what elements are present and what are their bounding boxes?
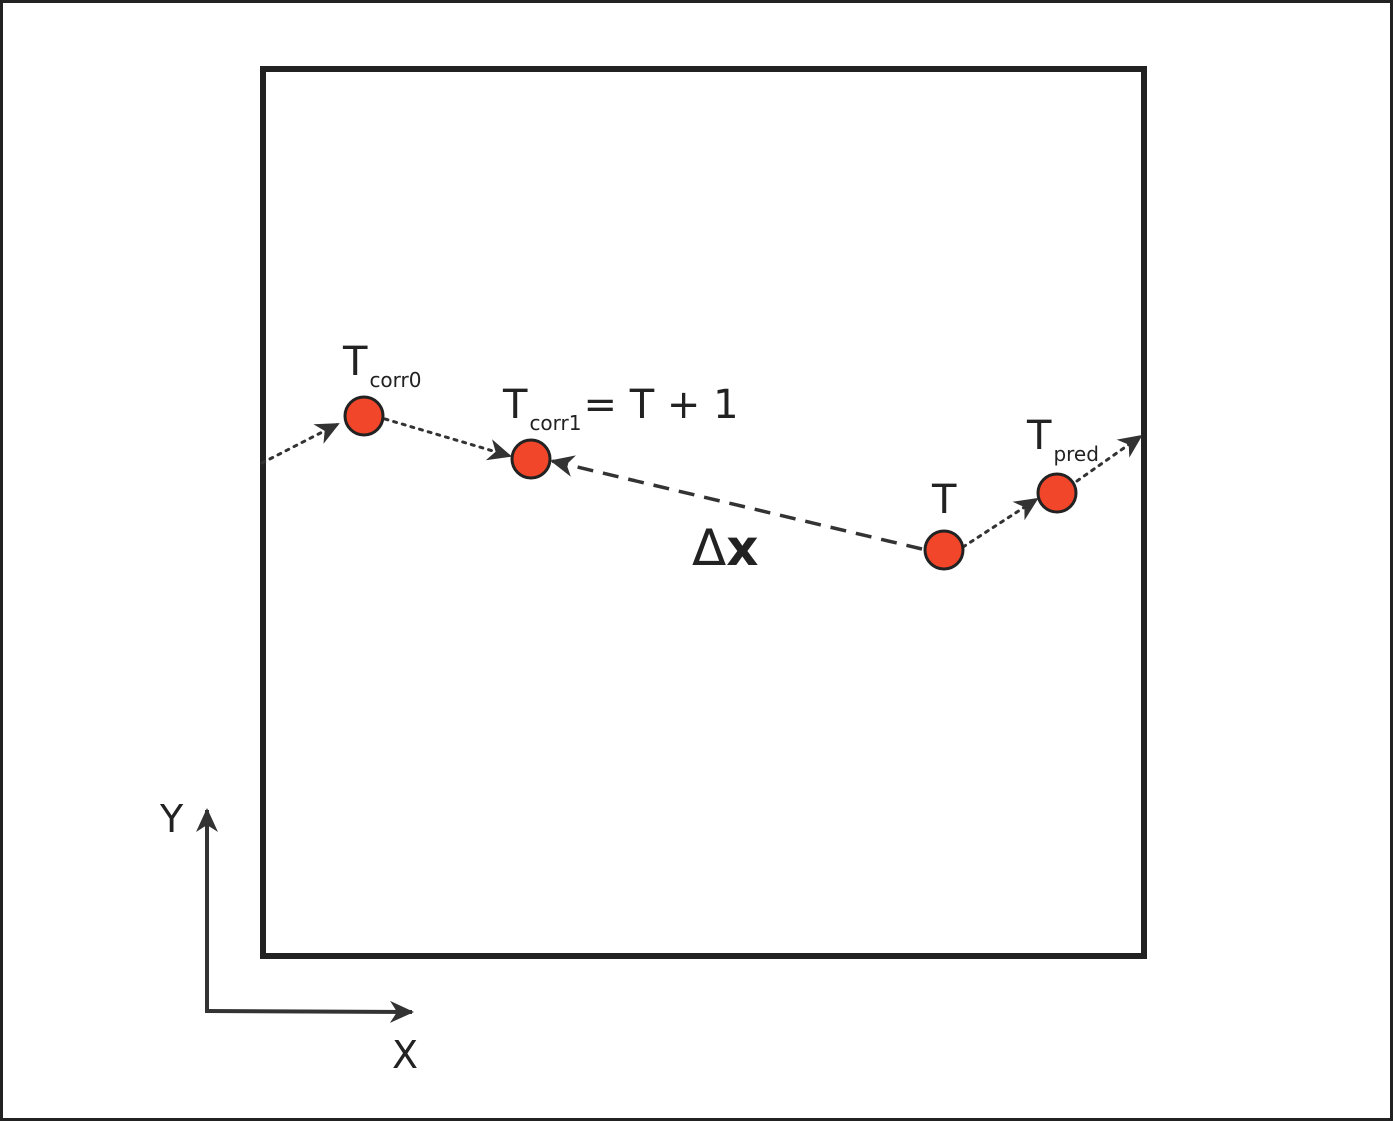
label-t-current: T — [931, 477, 957, 523]
label-delta-x: Δx — [692, 519, 758, 577]
marker-t-corr0 — [343, 395, 385, 437]
marker-t-corr1 — [510, 438, 552, 480]
trajectory-entry-arrow — [260, 422, 340, 465]
trajectory-exit-arrow — [1075, 434, 1143, 483]
trajectory-corr0-to-corr1-arrow — [383, 417, 512, 461]
x-axis-label: X — [392, 1033, 418, 1077]
trajectory-t-to-pred-arrow — [961, 497, 1039, 549]
domain-box — [260, 66, 1147, 959]
marker-t-current — [923, 529, 965, 571]
displacement-arrow — [550, 455, 923, 551]
marker-t-pred — [1036, 472, 1078, 514]
y-axis-label: Y — [159, 797, 184, 841]
x-axis-arrow — [204, 1000, 414, 1023]
